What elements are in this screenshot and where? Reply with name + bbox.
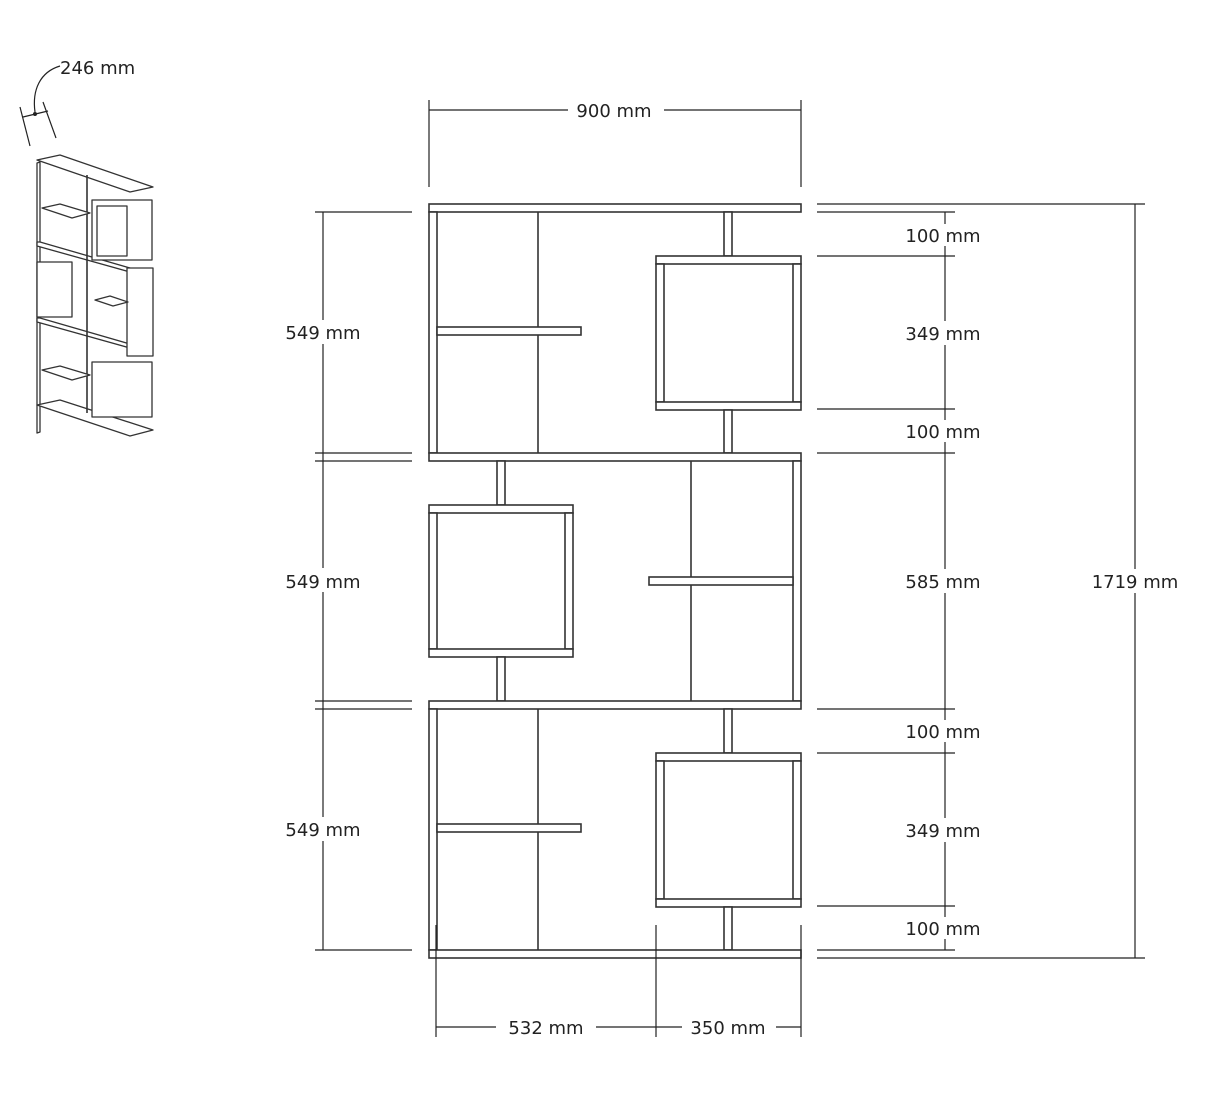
- post: [723, 211, 733, 257]
- shelf: [436, 823, 582, 833]
- isometric-view: 246 mm: [19, 58, 154, 437]
- iso-bottom: [36, 399, 154, 437]
- box-top: [428, 504, 574, 514]
- post: [496, 460, 506, 506]
- middle-board: [428, 700, 802, 710]
- iso-shelf: [41, 203, 91, 219]
- module-height-label: 549 mm: [285, 820, 360, 841]
- iso-box-inner: [96, 205, 128, 257]
- box-side: [428, 512, 438, 650]
- iso-box: [36, 261, 73, 318]
- front-view: [428, 203, 802, 959]
- iso-side: [126, 267, 154, 357]
- side-panel: [428, 211, 438, 454]
- module-height-label: 549 mm: [285, 572, 360, 593]
- dim-label: 100 mm: [905, 226, 980, 247]
- total-height-dimension: 1719 mm: [817, 203, 1182, 959]
- post: [723, 708, 733, 754]
- dim-label: 100 mm: [905, 422, 980, 443]
- box-top: [655, 752, 802, 762]
- bottom-width-label: 350 mm: [690, 1018, 765, 1039]
- shelf: [648, 576, 794, 586]
- depth-dot: [33, 112, 37, 116]
- dim-label: 349 mm: [905, 821, 980, 842]
- post: [723, 906, 733, 951]
- box-side: [655, 263, 665, 403]
- iso-shelf: [41, 365, 91, 381]
- width-dimension: 900 mm: [428, 100, 802, 187]
- total-height-label: 1719 mm: [1092, 572, 1179, 593]
- depth-label: 246 mm: [60, 58, 135, 79]
- detail-height-dimensions: 100 mm 349 mm 100 mm 585 mm 100 mm 349 m…: [817, 211, 986, 951]
- width-label: 900 mm: [576, 101, 651, 122]
- post: [496, 656, 506, 702]
- dim-label: 100 mm: [905, 722, 980, 743]
- side-panel: [792, 460, 802, 702]
- bottom-width-label: 532 mm: [508, 1018, 583, 1039]
- top-board: [428, 203, 802, 213]
- box-bottom: [655, 401, 802, 411]
- bottom-width-dimensions: 532 mm 350 mm: [435, 925, 802, 1039]
- module-height-label: 549 mm: [285, 323, 360, 344]
- box-side: [792, 263, 802, 403]
- box-top: [655, 255, 802, 265]
- dim-label: 349 mm: [905, 324, 980, 345]
- box-side: [792, 760, 802, 900]
- iso-board: [36, 317, 131, 349]
- dim-label: 100 mm: [905, 919, 980, 940]
- box-side: [564, 512, 574, 650]
- shelf: [436, 326, 582, 336]
- depth-leader: [33, 65, 61, 113]
- depth-ext-line: [19, 106, 31, 147]
- iso-shelf: [94, 295, 129, 307]
- post: [723, 409, 733, 454]
- iso-top: [36, 154, 154, 193]
- box-side: [655, 760, 665, 900]
- module-height-dimensions: 549 mm 549 mm 549 mm: [284, 211, 412, 951]
- box-bottom: [428, 648, 574, 658]
- bottom-board: [428, 949, 802, 959]
- iso-box: [91, 361, 153, 418]
- middle-board: [428, 452, 802, 462]
- box-bottom: [655, 898, 802, 908]
- side-panel: [428, 708, 438, 951]
- depth-ext-line: [42, 101, 57, 139]
- dim-label: 585 mm: [905, 572, 980, 593]
